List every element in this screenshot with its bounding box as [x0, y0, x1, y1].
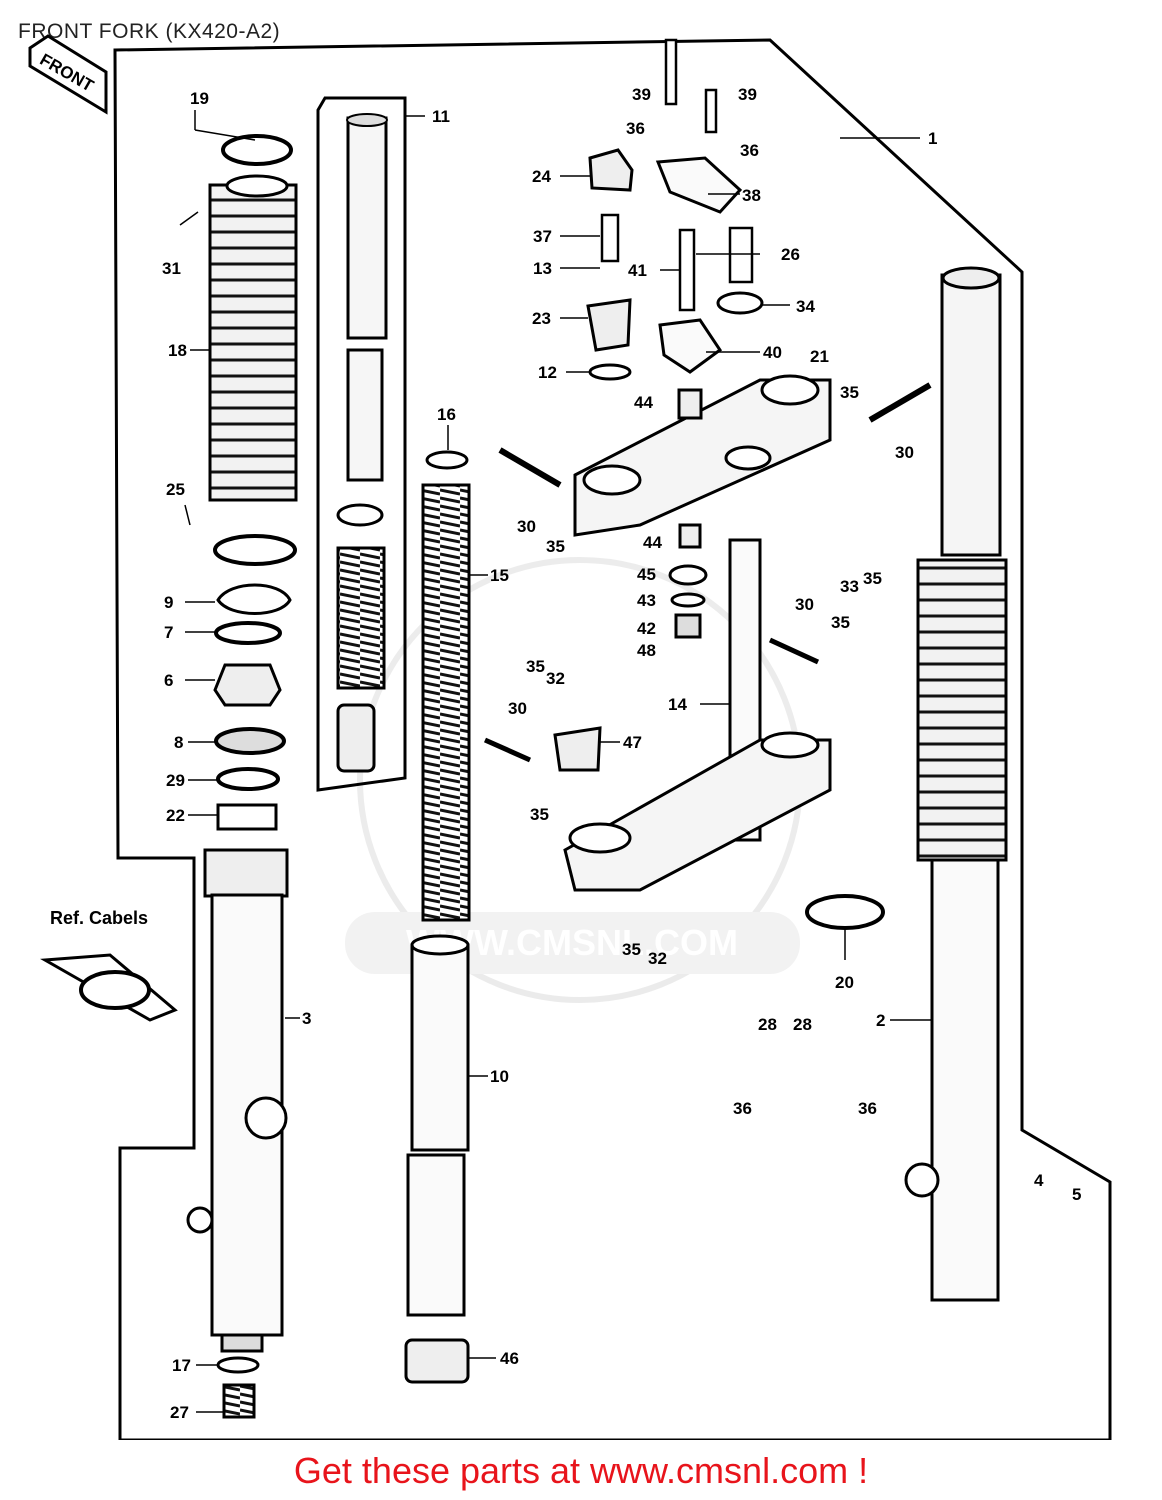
callout-29: 29: [166, 771, 185, 790]
callout-36b: 36: [740, 141, 759, 160]
callout-26: 26: [781, 245, 800, 264]
callout-35b: 35: [546, 537, 565, 556]
upper-triple-clamp: [498, 374, 932, 537]
callout-8: 8: [174, 733, 183, 752]
inner-tube-assembly: [316, 96, 407, 792]
callout-36d: 36: [858, 1099, 877, 1118]
callout-4: 4: [1034, 1171, 1044, 1190]
callout-39a: 39: [632, 85, 651, 104]
fork-spring: [421, 450, 471, 922]
callout-25: 25: [166, 480, 185, 499]
callout-41: 41: [628, 261, 647, 280]
left-outer-tube: [186, 848, 289, 1419]
callout-30a: 30: [517, 517, 536, 536]
callout-24: 24: [532, 167, 551, 186]
callout-28b: 28: [793, 1015, 812, 1034]
leader-lines: [179, 110, 932, 1413]
callout-42: 42: [637, 619, 656, 638]
callout-12: 12: [538, 363, 557, 382]
callout-33: 33: [840, 577, 859, 596]
callout-labels: 1 2 3 4 5 6 7 8 9 10 11 12 13 14 15 16 1…: [50, 85, 1081, 1422]
callout-3: 3: [302, 1009, 311, 1028]
callout-22: 22: [166, 806, 185, 825]
callout-35g: 35: [622, 940, 641, 959]
callout-45: 45: [637, 565, 656, 584]
callout-30d: 30: [508, 699, 527, 718]
callout-39b: 39: [738, 85, 757, 104]
callout-44a: 44: [634, 393, 653, 412]
callout-1: 1: [928, 129, 937, 148]
callout-44b: 44: [643, 533, 662, 552]
right-fork-leg: [805, 266, 1008, 1302]
callout-7: 7: [164, 623, 173, 642]
callout-35c: 35: [863, 569, 882, 588]
front-arrow-icon: FRONT: [28, 34, 108, 115]
callout-16: 16: [437, 405, 456, 424]
callout-32a: 32: [546, 669, 565, 688]
callout-36a: 36: [626, 119, 645, 138]
callout-31: 31: [162, 259, 181, 278]
callout-30b: 30: [895, 443, 914, 462]
callout-18: 18: [168, 341, 187, 360]
steering-stem: [483, 523, 832, 892]
left-fork-boot: [208, 134, 298, 502]
callout-35a: 35: [840, 383, 859, 402]
callout-34: 34: [796, 297, 815, 316]
callout-47: 47: [623, 733, 642, 752]
callout-35f: 35: [530, 805, 549, 824]
fork-kit-outline: [113, 38, 1112, 1440]
callout-21: 21: [810, 347, 829, 366]
callout-43: 43: [637, 591, 656, 610]
callout-35d: 35: [831, 613, 850, 632]
callout-32b: 32: [648, 949, 667, 968]
callout-36c: 36: [733, 1099, 752, 1118]
callout-10: 10: [490, 1067, 509, 1086]
callout-20: 20: [835, 973, 854, 992]
callout-37: 37: [533, 227, 552, 246]
footer-link-text[interactable]: Get these parts at www.cmsnl.com !: [293, 1450, 869, 1491]
callout-13: 13: [533, 259, 552, 278]
callout-27: 27: [170, 1403, 189, 1422]
callout-35e: 35: [526, 657, 545, 676]
callout-14: 14: [668, 695, 687, 714]
ref-cabels-label: Ref. Cabels: [50, 908, 148, 928]
damper-rod: [404, 934, 470, 1384]
diagram-title: FRONT FORK (KX420-A2): [18, 20, 281, 43]
callout-48: 48: [637, 641, 656, 660]
callout-17: 17: [172, 1356, 191, 1375]
callout-19: 19: [190, 89, 209, 108]
callout-15: 15: [490, 566, 509, 585]
handlebar-clamps: [586, 38, 764, 381]
callout-38: 38: [742, 186, 761, 205]
ref-cable-clamp: [40, 953, 178, 1022]
callout-46: 46: [500, 1349, 519, 1368]
callout-40: 40: [763, 343, 782, 362]
callout-2: 2: [876, 1011, 885, 1030]
callout-5: 5: [1072, 1185, 1081, 1204]
callout-11: 11: [432, 107, 450, 126]
callout-23: 23: [532, 309, 551, 328]
callout-28a: 28: [758, 1015, 777, 1034]
exploded-parts-diagram: WWW.CMSNL.COM FRONT: [28, 34, 1112, 1440]
callout-9: 9: [164, 593, 173, 612]
left-seal-stack: [213, 534, 297, 831]
callout-6: 6: [164, 671, 173, 690]
callout-30c: 30: [795, 595, 814, 614]
